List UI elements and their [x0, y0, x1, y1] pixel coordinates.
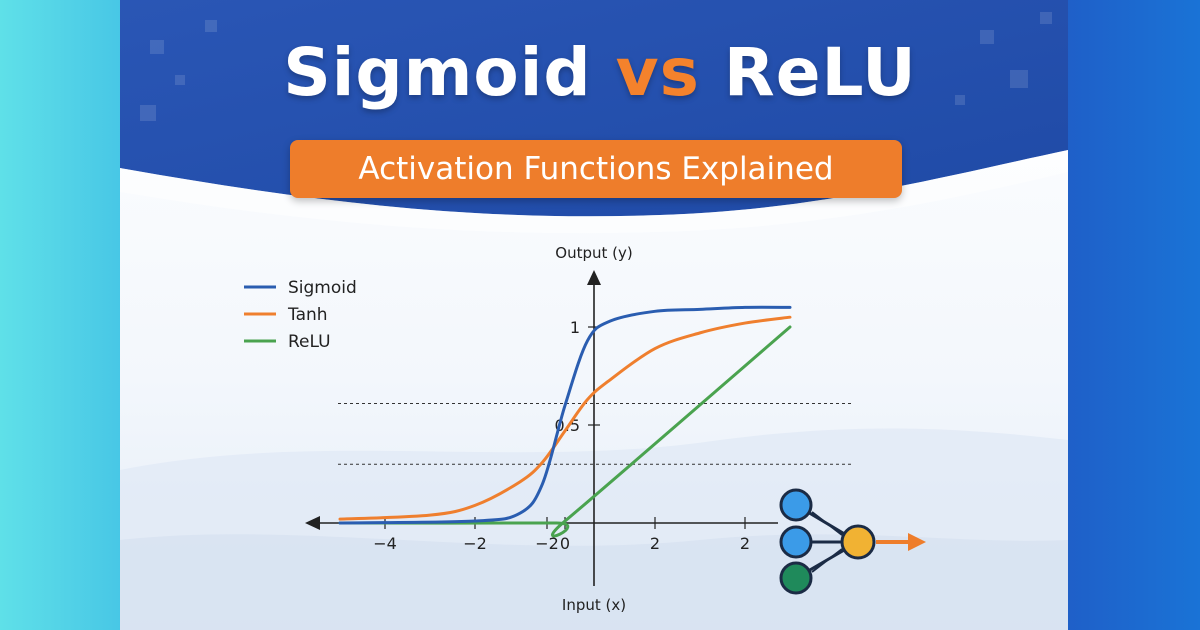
title-sigmoid: Sigmoid: [283, 34, 592, 111]
x-tick-label: −2: [535, 534, 559, 553]
output-node: [840, 524, 876, 560]
legend-label-relu: ReLU: [288, 332, 331, 352]
x-tick-label: 2: [650, 534, 660, 553]
network-edge: [811, 548, 843, 573]
input-node-2: [779, 525, 813, 559]
series-line-tanh: [338, 315, 792, 521]
x-axis-label: Input (x): [562, 596, 626, 614]
y-axis-arrow: [587, 270, 601, 285]
title-vs: vs: [615, 34, 700, 111]
y-tick-label: 1: [570, 318, 580, 337]
output-arrow-head: [908, 533, 926, 551]
legend-label-tanh: Tanh: [287, 305, 328, 325]
reference-lines: [338, 402, 852, 465]
x-tick-label: 0: [560, 534, 570, 553]
subtitle-badge: Activation Functions Explained: [290, 140, 902, 198]
x-tick-label: −4: [373, 534, 397, 553]
subtitle: Activation Functions Explained: [358, 151, 834, 187]
neural-network-icon: [779, 488, 926, 595]
page-title: Sigmoid vs ReLU: [0, 40, 1200, 106]
legend-label-sigmoid: Sigmoid: [288, 278, 357, 298]
legend: Sigmoid Tanh ReLU: [244, 278, 357, 352]
x-tick-label: 2: [740, 534, 750, 553]
x-axis-arrow: [305, 516, 320, 530]
series-lines: [338, 305, 792, 538]
x-tick-label: −2: [463, 534, 487, 553]
series-line-sigmoid: [338, 305, 792, 525]
input-node-3: [779, 561, 813, 595]
y-axis-label: Output (y): [555, 244, 632, 262]
title-relu: ReLU: [723, 34, 917, 111]
input-node-1: [779, 488, 813, 522]
network-edge: [811, 511, 843, 536]
